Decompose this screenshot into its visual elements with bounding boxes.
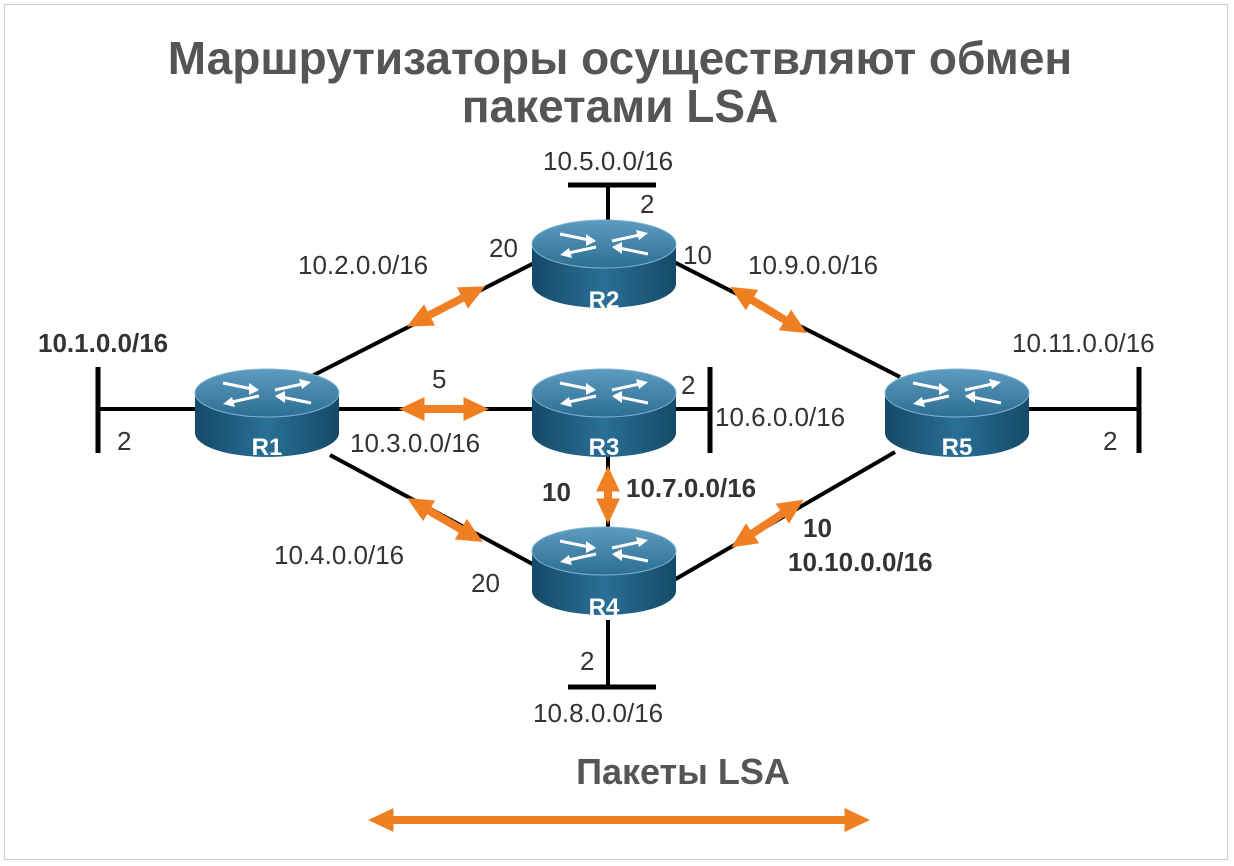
cost-label-r3-lan: 2 <box>681 370 695 400</box>
network-label-10-2: 10.2.0.0/16 <box>298 250 428 280</box>
cost-label-r1-lan: 2 <box>117 426 131 456</box>
router-label-r2: R2 <box>589 287 620 314</box>
network-label-10-6: 10.6.0.0/16 <box>715 402 845 432</box>
router-label-r3: R3 <box>589 434 620 461</box>
network-label-10-10: 10.10.0.0/16 <box>788 547 933 577</box>
cost-label-r5-lan: 2 <box>1103 426 1117 456</box>
router-label-r4: R4 <box>589 594 620 621</box>
cost-label-r3-r4: 10 <box>542 477 571 507</box>
router-r4[interactable]: R4 <box>530 525 678 621</box>
router-r1[interactable]: R1 <box>193 367 341 461</box>
lsa-arrow-r1-r2 <box>406 286 486 327</box>
cost-label-r4-lan: 2 <box>580 646 594 676</box>
cost-label-r2-r1: 20 <box>489 233 518 263</box>
network-label-10-7: 10.7.0.0/16 <box>626 473 756 503</box>
lsa-arrow-r4-r5 <box>731 499 804 548</box>
lsa-arrows <box>399 286 807 548</box>
network-label-10-1: 10.1.0.0/16 <box>38 328 168 358</box>
cost-label-r1-r3: 5 <box>432 364 446 394</box>
network-label-10-8: 10.8.0.0/16 <box>533 698 663 728</box>
router-r5[interactable]: R5 <box>883 367 1031 461</box>
title-line-1: Маршрутизаторы осуществляют обмен <box>168 32 1072 84</box>
network-label-10-4: 10.4.0.0/16 <box>274 540 404 570</box>
cost-label-r2-r5: 10 <box>683 240 712 270</box>
cost-label-r2-lan: 2 <box>640 189 654 219</box>
cost-label-r4-r5: 10 <box>803 513 832 543</box>
router-r3[interactable]: R3 <box>530 367 678 461</box>
title-line-2: пакетами LSA <box>462 80 779 132</box>
network-label-10-9: 10.9.0.0/16 <box>748 250 878 280</box>
lan-segments <box>95 182 1142 690</box>
network-label-10-11: 10.11.0.0/16 <box>1012 328 1155 358</box>
router-label-r5: R5 <box>942 434 973 461</box>
router-label-r1: R1 <box>252 434 283 461</box>
network-label-10-5: 10.5.0.0/16 <box>543 146 673 176</box>
figure-frame <box>4 4 1228 860</box>
router-r2[interactable]: R2 <box>530 218 678 314</box>
legend-label: Пакеты LSA <box>576 751 790 792</box>
lsa-arrow-r2-r5 <box>730 286 807 334</box>
lsa-arrow-r1-r4 <box>407 497 483 543</box>
network-label-10-3: 10.3.0.0/16 <box>350 428 480 458</box>
cost-label-r4-r1: 20 <box>471 568 500 598</box>
